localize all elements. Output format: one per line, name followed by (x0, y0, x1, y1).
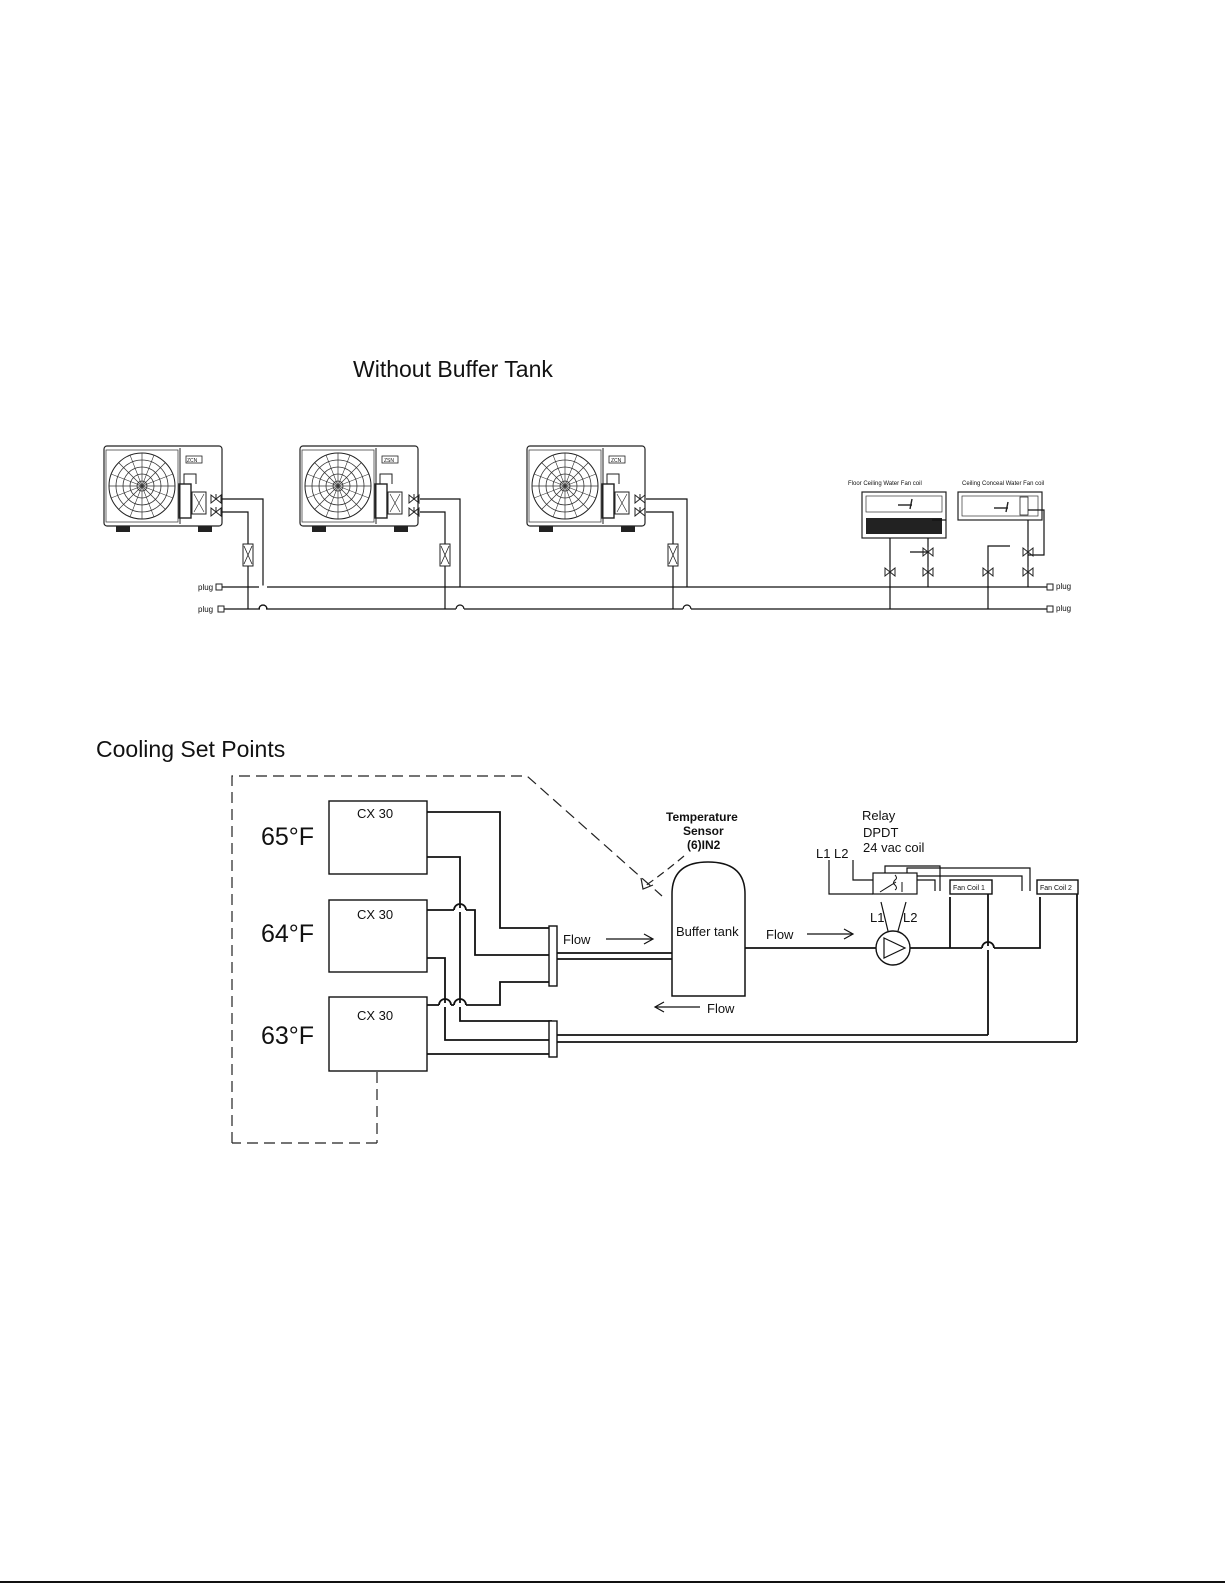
svg-text:L1: L1 (816, 846, 830, 861)
fan-coil-1: Fan Coil 1 (950, 880, 994, 1035)
buffer-tank: Buffer tank (672, 862, 745, 996)
svg-text:24 vac coil: 24 vac coil (863, 840, 925, 855)
pump-outlet-pipe (910, 897, 1040, 948)
fan-coil-label: Floor Ceiling Water Fan coil (848, 481, 922, 487)
plug-label-left-bottom: plug (198, 605, 213, 614)
outdoor-unit-badge: ZCN (611, 458, 622, 464)
outdoor-unit-1: ZCN (104, 446, 267, 609)
cx30-unit-2: CX 30 (329, 900, 427, 972)
outdoor-unit-badge: ZSN (384, 458, 394, 464)
svg-text:L2: L2 (834, 846, 848, 861)
svg-text:Relay: Relay (862, 808, 896, 823)
svg-text:(6)IN2: (6)IN2 (687, 838, 721, 852)
setpoint-2: 64°F (261, 920, 314, 948)
flow-arrow-return: Flow (655, 1001, 735, 1016)
svg-text:Buffer tank: Buffer tank (676, 924, 739, 939)
svg-text:Flow: Flow (766, 927, 794, 942)
flow-arrow-in: Flow (563, 932, 653, 947)
floor-ceiling-fan-coil: Floor Ceiling Water Fan coil (848, 481, 946, 609)
svg-text:Fan Coil 2: Fan Coil 2 (1040, 885, 1072, 892)
svg-text:Flow: Flow (563, 932, 591, 947)
cx30-unit-3: CX 30 (329, 997, 427, 1071)
svg-text:L2: L2 (903, 910, 917, 925)
svg-text:L1: L1 (870, 910, 884, 925)
bottom-section-title: Cooling Set Points (96, 736, 285, 762)
plug-label-left-top: plug (198, 583, 213, 592)
pipe-crossings (439, 904, 466, 1005)
outdoor-unit-2: ZSN (300, 446, 464, 609)
return-header (549, 1021, 1077, 1057)
fan-coil-2: Fan Coil 2 (1037, 880, 1078, 1042)
svg-text:CX 30: CX 30 (357, 1008, 393, 1023)
fan-coil-label: Ceiling Conceal Water Fan coil (962, 481, 1044, 487)
ceiling-conceal-fan-coil: Ceiling Conceal Water Fan coil (958, 481, 1044, 609)
cx30-unit-1: CX 30 (329, 801, 427, 874)
plug-label-right-bottom: plug (1056, 604, 1071, 613)
svg-text:CX 30: CX 30 (357, 907, 393, 922)
circulator-pump: L1 L2 (870, 902, 917, 965)
svg-text:DPDT: DPDT (863, 825, 898, 840)
plug-label-right-top: plug (1056, 582, 1071, 591)
svg-text:Temperature: Temperature (666, 810, 738, 824)
top-section-title: Without Buffer Tank (353, 356, 553, 382)
svg-text:CX 30: CX 30 (357, 806, 393, 821)
unit-piping (427, 812, 552, 1054)
svg-text:Flow: Flow (707, 1001, 735, 1016)
outdoor-unit-badge: ZCN (187, 458, 198, 464)
svg-text:Fan Coil 1: Fan Coil 1 (953, 885, 985, 892)
setpoint-3: 63°F (261, 1022, 314, 1050)
flow-arrow-out: Flow (766, 927, 853, 942)
relay: Relay DPDT 24 vac coil L1 L2 (816, 808, 1030, 894)
outdoor-unit-3: ZCN (527, 446, 691, 609)
setpoint-1: 65°F (261, 823, 314, 851)
svg-text:Sensor: Sensor (683, 824, 724, 838)
